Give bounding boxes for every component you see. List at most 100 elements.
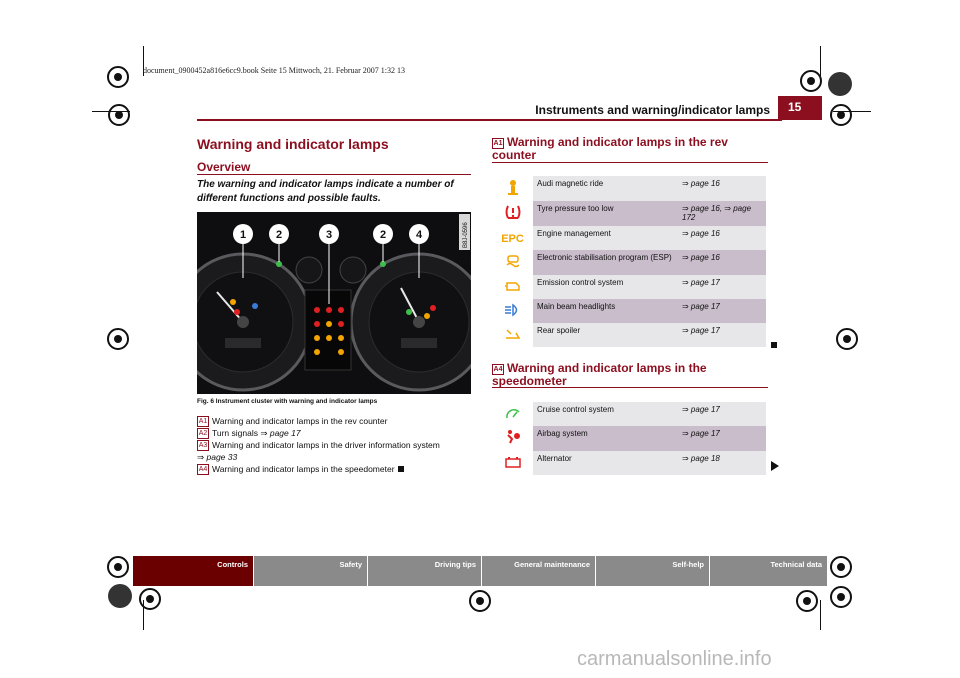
- intro-paragraph: The warning and indicator lamps indicate…: [197, 179, 454, 204]
- battery-icon: [492, 451, 533, 475]
- watermark: carmanualsonline.info: [577, 648, 772, 670]
- registration-mark-bottom-center: [469, 590, 491, 612]
- figure-code: B8J-0596: [463, 222, 469, 248]
- callout-4: 4: [416, 229, 423, 241]
- page-ref-link[interactable]: ⇒ page 33: [197, 452, 238, 462]
- rear-spoiler-icon: [492, 323, 533, 347]
- tab-technical-data[interactable]: Technical data: [709, 556, 827, 586]
- table-row: Tyre pressure too low ⇒ page 16, ⇒ page …: [492, 201, 766, 226]
- page-ref-link[interactable]: ⇒ page 17: [678, 299, 766, 323]
- page-ref-link[interactable]: ⇒ page 17: [678, 275, 766, 299]
- cruise-control-icon: [492, 402, 533, 426]
- crop-line: [143, 600, 144, 630]
- speedometer-lamp-table: Cruise control system ⇒ page 17 Airbag s…: [492, 402, 766, 475]
- page-heading: Warning and indicator lamps: [197, 136, 389, 152]
- table-row: Airbag system ⇒ page 17: [492, 426, 766, 451]
- lamp-name: Main beam headlights: [533, 299, 678, 323]
- running-header-title: Instruments and warning/indicator lamps: [535, 103, 770, 117]
- tyre-pressure-icon: [492, 201, 533, 226]
- tab-self-help[interactable]: Self-help: [595, 556, 709, 586]
- crop-line: [820, 600, 821, 630]
- registration-mark-bottom-left: [107, 556, 129, 578]
- page-ref-link[interactable]: ⇒ page 17: [260, 428, 301, 438]
- lamp-name: Emission control system: [533, 275, 678, 299]
- esp-icon: [492, 250, 533, 275]
- registration-mark-bottom-left-2: [139, 588, 161, 610]
- continue-arrow-icon: [771, 461, 779, 471]
- audi-magnetic-ride-icon: [492, 176, 533, 201]
- instrument-cluster-illustration: 1 2 3 2 4 B8J-0596: [173, 212, 489, 394]
- rev-counter-lamp-table: Audi magnetic ride ⇒ page 16 Tyre pressu…: [492, 176, 766, 347]
- page-ref-link[interactable]: ⇒ page 16: [678, 226, 766, 250]
- number-badge: A1: [197, 416, 209, 427]
- instrument-cluster-figure: 1 2 3 2 4 B8J-0596: [173, 212, 489, 394]
- callout-3: 3: [326, 229, 332, 241]
- subheading-rule: [197, 174, 471, 175]
- epc-icon: EPC: [501, 233, 524, 245]
- engine-icon: [492, 275, 533, 299]
- crop-line: [820, 46, 821, 76]
- tab-driving-tips[interactable]: Driving tips: [367, 556, 481, 586]
- heading-rule: [492, 387, 768, 388]
- table-row: EPC Engine management ⇒ page 16: [492, 226, 766, 250]
- number-badge: A2: [197, 428, 209, 439]
- page-ref-link[interactable]: ⇒ page 17: [678, 323, 766, 347]
- tab-safety[interactable]: Safety: [253, 556, 367, 586]
- lamp-name: Engine management: [533, 226, 678, 250]
- lamp-name: Electronic stabilisation program (ESP): [533, 250, 678, 275]
- registration-mark-mid-left: [107, 328, 129, 350]
- callout-2-right: 2: [380, 229, 386, 241]
- section-subheading: Overview: [197, 160, 251, 174]
- page-ref-link[interactable]: ⇒ page 17: [678, 402, 766, 426]
- airbag-icon: [492, 426, 533, 451]
- registration-mark-bottom-right-3: [830, 586, 852, 608]
- table-row: Emission control system ⇒ page 17: [492, 275, 766, 299]
- registration-dot-top-right: [828, 72, 852, 96]
- number-badge: A3: [197, 440, 209, 451]
- callout-2: 2: [276, 229, 282, 241]
- lamp-name: Rear spoiler: [533, 323, 678, 347]
- table-row: Main beam headlights ⇒ page 17: [492, 299, 766, 323]
- table-row: Alternator ⇒ page 18: [492, 451, 766, 475]
- end-of-section-mark: [771, 342, 777, 348]
- lamp-name: Tyre pressure too low: [533, 201, 678, 226]
- chapter-tab-bar: Controls Safety Driving tips General mai…: [133, 556, 827, 586]
- registration-mark-top-left-2: [108, 104, 130, 126]
- figure-caption: Fig. 6 Instrument cluster with warning a…: [197, 398, 378, 405]
- heading-rule: [492, 162, 768, 163]
- page-ref-link[interactable]: ⇒ page 16, ⇒ page 172: [678, 201, 766, 226]
- table-row: Rear spoiler ⇒ page 17: [492, 323, 766, 347]
- page-ref-link[interactable]: ⇒ page 17: [678, 426, 766, 451]
- crop-line: [833, 111, 871, 112]
- table-row: Electronic stabilisation program (ESP) ⇒…: [492, 250, 766, 275]
- table-row: Cruise control system ⇒ page 17: [492, 402, 766, 426]
- lamp-name: Cruise control system: [533, 402, 678, 426]
- registration-mark-bottom-right-2: [830, 556, 852, 578]
- page-number: 15: [778, 96, 822, 120]
- number-badge: A4: [197, 464, 209, 475]
- tab-controls[interactable]: Controls: [133, 556, 253, 586]
- registration-dot-bottom-left: [108, 584, 132, 608]
- registration-mark-bottom-right: [796, 590, 818, 612]
- page-ref-link[interactable]: ⇒ page 18: [678, 451, 766, 475]
- page-ref-link[interactable]: ⇒ page 16: [678, 250, 766, 275]
- crop-line: [143, 46, 144, 76]
- callout-1: 1: [240, 229, 246, 241]
- page-ref-link[interactable]: ⇒ page 16: [678, 176, 766, 201]
- registration-mark-top-left: [107, 66, 129, 88]
- lamp-name: Alternator: [533, 451, 678, 475]
- end-of-section-mark: [397, 466, 404, 472]
- lamp-name: Audi magnetic ride: [533, 176, 678, 201]
- tab-general-maintenance[interactable]: General maintenance: [481, 556, 595, 586]
- main-beam-icon: [492, 299, 533, 323]
- print-slug: document_0900452a816e6cc9.book Seite 15 …: [143, 66, 405, 75]
- registration-mark-mid-right: [836, 328, 858, 350]
- registration-mark-top-right: [800, 70, 822, 92]
